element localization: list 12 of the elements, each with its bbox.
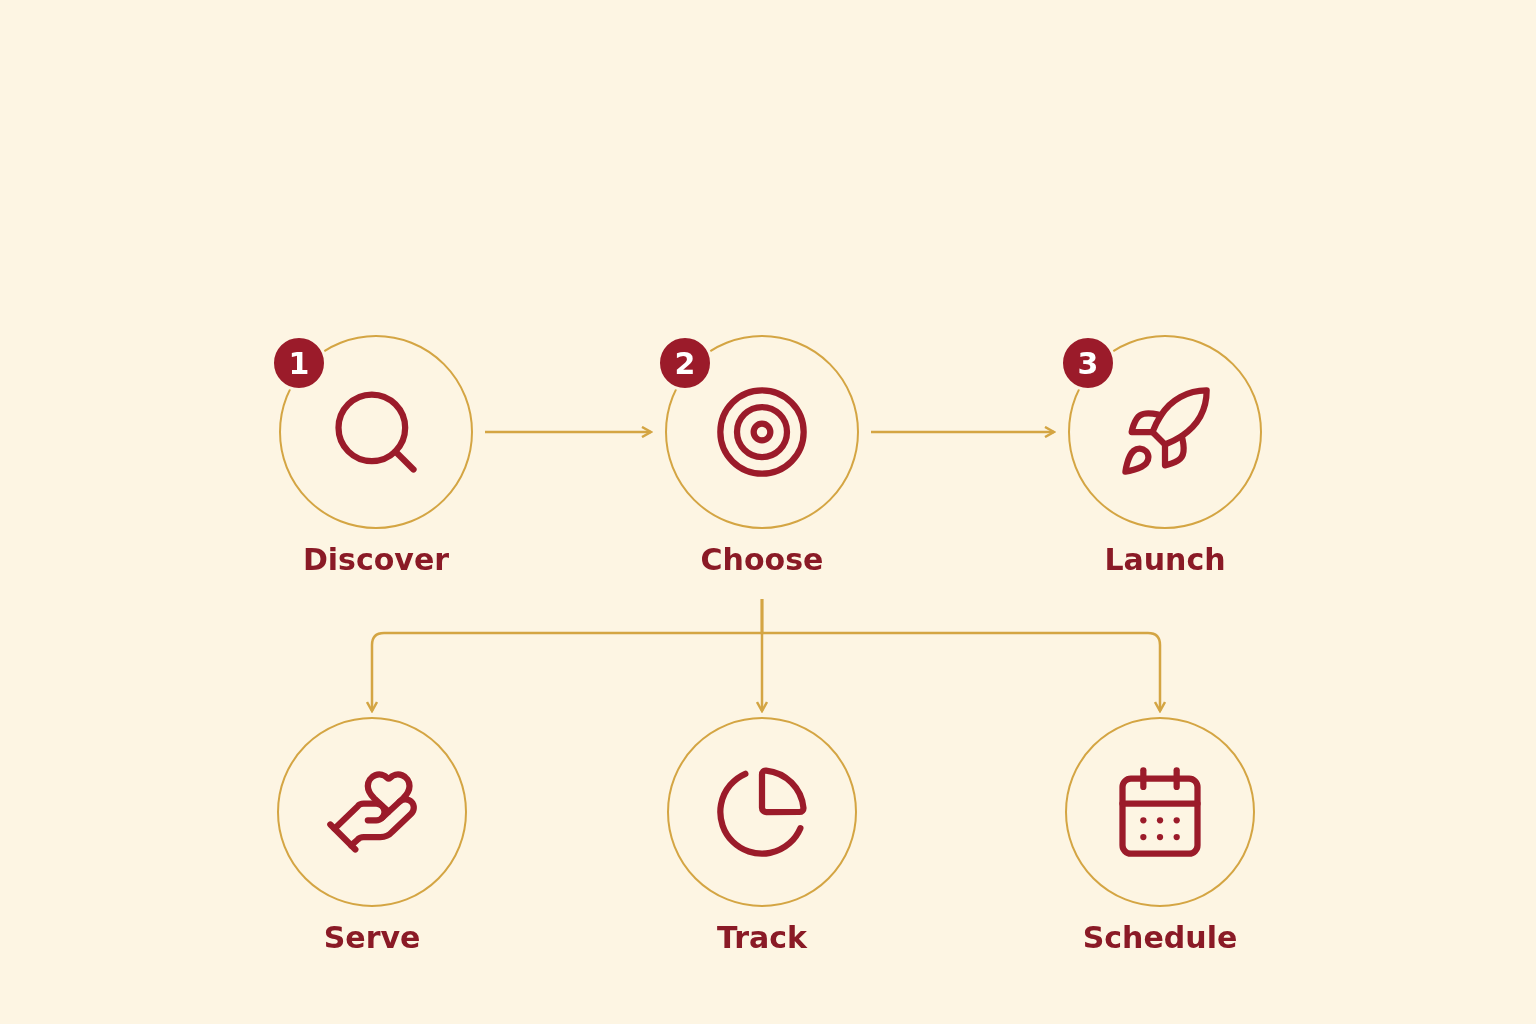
arrow (485, 425, 653, 439)
step-number-badge: 3 (1060, 335, 1116, 391)
step-number-badge: 1 (271, 335, 327, 391)
arrow (871, 425, 1056, 439)
step-label: Choose (700, 543, 824, 577)
step-label: Schedule (1082, 921, 1238, 955)
arrow (760, 599, 1167, 713)
step-label: Track (717, 921, 807, 955)
step-label: Discover (302, 543, 450, 577)
step-label: Serve (323, 921, 421, 955)
step-label: Launch (1104, 543, 1226, 577)
step-number-badge: 2 (657, 335, 713, 391)
